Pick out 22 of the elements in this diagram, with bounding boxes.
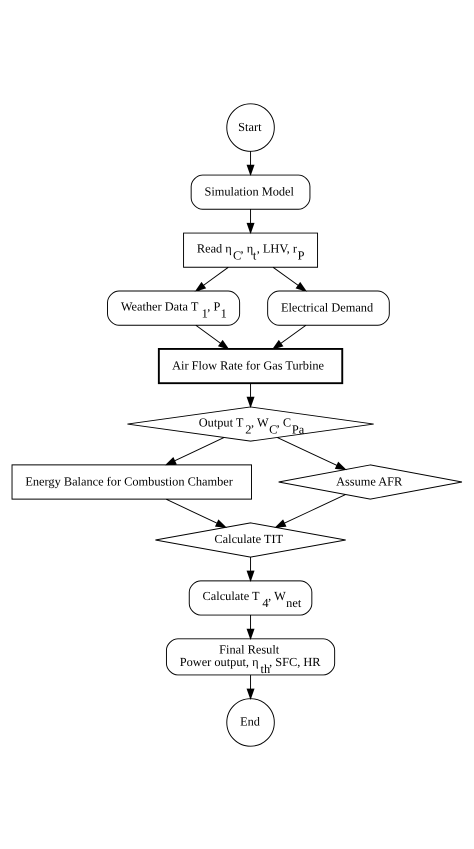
arrow <box>246 674 255 700</box>
arrow <box>246 614 255 640</box>
arrow <box>274 494 346 528</box>
node-circle: Start <box>226 102 275 152</box>
arrow <box>194 266 229 292</box>
node-circle: End <box>226 698 275 746</box>
node-box: Simulation Model <box>190 174 310 210</box>
node-diamond: Calculate TIT <box>154 522 346 558</box>
arrow <box>272 324 306 350</box>
arrow <box>246 208 255 234</box>
node-box: Energy Balance for Combustion Chamber <box>12 464 252 500</box>
node-diamond: Assume AFR <box>278 464 462 500</box>
arrow <box>272 266 308 292</box>
arrow <box>195 324 230 350</box>
arrow <box>246 382 255 408</box>
arrow <box>276 436 347 470</box>
arrow <box>246 150 255 176</box>
node-box: Electrical Demand <box>267 290 390 326</box>
node-box: Air Flow Rate for Gas Turbine <box>158 348 344 384</box>
arrow <box>164 436 224 466</box>
arrow <box>166 498 227 528</box>
arrow <box>246 556 255 582</box>
